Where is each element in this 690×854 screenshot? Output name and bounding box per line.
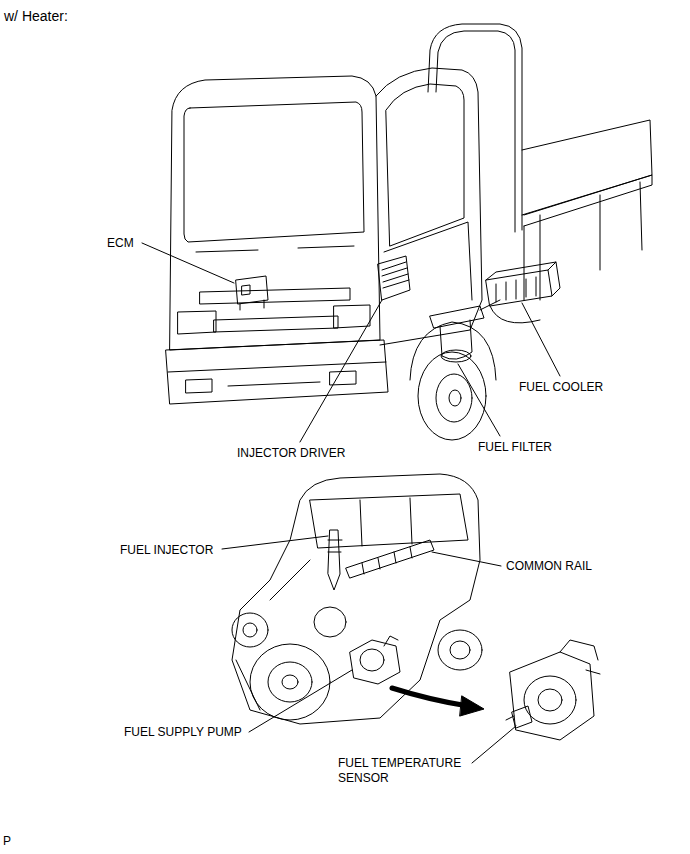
fuel-supply-pump-part bbox=[360, 649, 384, 671]
fuel-injector-part bbox=[328, 530, 340, 590]
pump-detail bbox=[506, 640, 600, 740]
fuel-cooler-unit bbox=[486, 262, 560, 323]
engine bbox=[232, 474, 482, 724]
pump-detail bbox=[510, 652, 594, 740]
truck-cab bbox=[178, 311, 216, 334]
front-bumper bbox=[168, 362, 386, 372]
common-rail-part bbox=[346, 540, 434, 578]
cargo-bed bbox=[522, 175, 652, 226]
roof-rack bbox=[428, 24, 522, 230]
engine bbox=[236, 560, 310, 710]
leader-line bbox=[432, 552, 501, 566]
common-rail-part bbox=[362, 547, 412, 574]
pump-detail bbox=[538, 689, 562, 711]
part-label: INJECTOR DRIVER bbox=[237, 446, 345, 461]
truck-cab bbox=[170, 76, 380, 350]
engine bbox=[250, 644, 330, 720]
front-wheel bbox=[410, 322, 496, 380]
ecm-unit bbox=[236, 276, 268, 310]
ecm-unit bbox=[240, 300, 264, 310]
truck-cab bbox=[214, 316, 338, 332]
front-wheel bbox=[418, 352, 486, 440]
truck-cab bbox=[334, 305, 370, 328]
injector-driver-unit bbox=[382, 262, 409, 288]
injector-driver-unit bbox=[378, 256, 410, 300]
front-bumper bbox=[166, 340, 388, 404]
part-label: FUEL INJECTOR bbox=[120, 543, 213, 558]
pump-detail bbox=[512, 706, 532, 728]
part-label: COMMON RAIL bbox=[506, 559, 592, 574]
cargo-bed bbox=[540, 182, 642, 300]
fuel-supply-pump-part bbox=[350, 636, 400, 684]
ecm-unit bbox=[236, 276, 268, 304]
engine bbox=[232, 613, 268, 647]
pump-detail bbox=[506, 716, 514, 720]
part-label: ECM bbox=[107, 236, 134, 251]
fuel-cooler-unit bbox=[486, 270, 552, 306]
engine bbox=[243, 623, 257, 637]
leader-line bbox=[249, 670, 352, 732]
leader-line bbox=[522, 303, 560, 376]
pump-detail bbox=[524, 676, 576, 724]
leader-line bbox=[222, 536, 328, 549]
engine bbox=[360, 498, 412, 546]
front-bumper bbox=[166, 340, 388, 404]
engine bbox=[232, 474, 480, 724]
engine bbox=[282, 675, 298, 689]
fuel-cooler-unit bbox=[496, 277, 536, 302]
fuel-filter-unit bbox=[430, 306, 484, 328]
cargo-bed bbox=[522, 120, 652, 300]
fuel-supply-pump-part bbox=[350, 640, 400, 684]
fuel-supply-pump-part bbox=[384, 636, 398, 646]
front-wheel bbox=[436, 374, 472, 422]
figure-code: P bbox=[3, 834, 11, 849]
fuel-cooler-unit bbox=[486, 262, 560, 296]
cargo-bed bbox=[522, 120, 652, 215]
fuel-cooler-unit bbox=[490, 306, 540, 323]
engine bbox=[268, 662, 312, 702]
heading: w/ Heater: bbox=[4, 8, 68, 25]
front-wheel bbox=[449, 390, 461, 406]
roof-rack bbox=[436, 31, 515, 232]
part-label: FUEL COOLER bbox=[519, 380, 603, 395]
fuel-filter-unit bbox=[441, 350, 471, 362]
leader-line bbox=[300, 300, 382, 442]
part-label: FUEL SUPPLY PUMP bbox=[124, 725, 242, 740]
roof-rack bbox=[428, 24, 522, 232]
leader-line bbox=[472, 726, 516, 763]
front-wheel bbox=[410, 322, 496, 440]
fuel-filter-unit bbox=[430, 300, 500, 362]
truck-cab bbox=[170, 68, 482, 350]
injector-driver-unit bbox=[378, 256, 410, 300]
truck-cab bbox=[384, 222, 472, 300]
common-rail-part bbox=[346, 540, 434, 578]
detail-arrow bbox=[460, 696, 484, 716]
engine bbox=[314, 607, 346, 637]
cargo-bed bbox=[524, 226, 525, 300]
ecm-unit bbox=[242, 285, 250, 295]
pump-detail bbox=[560, 640, 600, 674]
detail-arrow bbox=[392, 688, 468, 706]
truck-cab bbox=[196, 246, 354, 252]
detail-arrow bbox=[392, 688, 484, 716]
leader-line bbox=[142, 243, 234, 283]
leader-line bbox=[142, 243, 560, 763]
part-label: FUEL TEMPERATURE SENSOR bbox=[338, 756, 474, 786]
fuel-filter-unit bbox=[440, 320, 472, 359]
leader-line bbox=[458, 364, 500, 436]
truck-cab bbox=[386, 84, 464, 246]
engine bbox=[450, 641, 470, 659]
truck-cab bbox=[184, 102, 364, 242]
truck-cab bbox=[200, 288, 350, 304]
truck-cab bbox=[376, 68, 482, 345]
fuel-injector-part bbox=[328, 530, 342, 590]
front-bumper bbox=[228, 382, 320, 386]
fuel-injector-part bbox=[328, 540, 342, 552]
engine bbox=[438, 630, 482, 670]
part-label: FUEL FILTER bbox=[478, 440, 552, 455]
